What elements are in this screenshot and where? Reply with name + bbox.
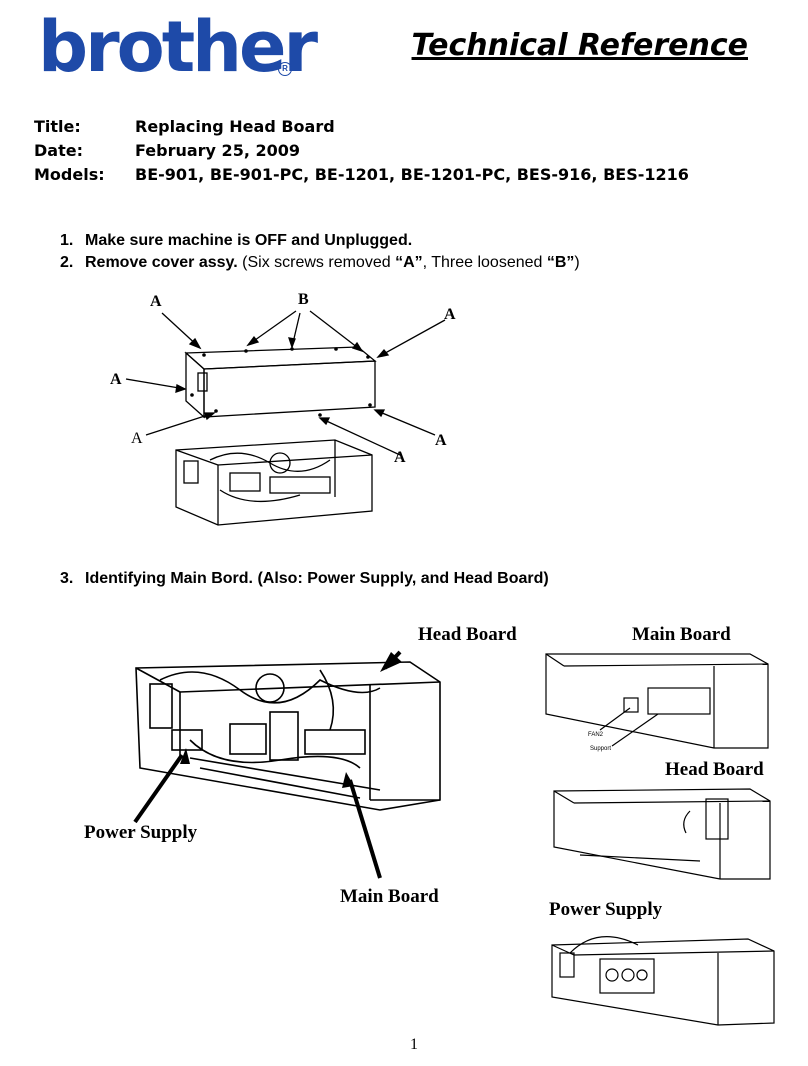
document-title: Technical Reference	[411, 28, 748, 63]
title-value: Replacing Head Board	[135, 117, 335, 136]
step-1: 1. Make sure machine is OFF and Unplugge…	[60, 232, 580, 254]
models-value: BE-901, BE-901-PC, BE-1201, BE-1201-PC, …	[135, 165, 689, 184]
head-board-label: Head Board	[418, 624, 517, 645]
cover-removal-diagram	[125, 310, 446, 526]
support-label: Support	[590, 746, 611, 752]
step-number: 3.	[60, 570, 74, 587]
screw-marker-a: A	[444, 306, 456, 323]
power-supply-label: Power Supply	[84, 822, 198, 843]
step-note-end: )	[574, 254, 580, 271]
screw-marker-a: A	[131, 430, 143, 447]
screw-a-ref: “A”	[395, 254, 423, 271]
step-3: 3. Identifying Main Bord. (Also: Power S…	[60, 570, 549, 592]
meta-date-row: Date: February 25, 2009	[34, 141, 689, 165]
main-board-diagram: FAN2 Support	[545, 653, 769, 752]
step-note-mid: , Three loosened	[422, 254, 547, 271]
screw-marker-a: A	[394, 449, 406, 466]
step-number: 1.	[60, 232, 74, 249]
machine-base	[175, 439, 373, 526]
power-supply-diagram	[551, 936, 775, 1026]
meta-title-row: Title: Replacing Head Board	[34, 117, 689, 141]
brother-logo: brother R	[38, 12, 318, 82]
document-meta: Title: Replacing Head Board Date: Februa…	[34, 117, 689, 189]
step-text: Make sure machine is OFF and Unplugged.	[85, 232, 413, 249]
side-head-board-label: Head Board	[665, 759, 764, 780]
brand-wordmark: brother	[38, 6, 318, 88]
main-board-label: Main Board	[340, 886, 439, 907]
step-list: 1. Make sure machine is OFF and Unplugge…	[60, 232, 580, 276]
title-label: Title:	[34, 117, 81, 136]
side-main-board-label: Main Board	[632, 624, 731, 645]
models-label: Models:	[34, 165, 105, 184]
registered-mark-icon: R	[278, 62, 292, 76]
step-text: Remove cover assy.	[85, 254, 238, 271]
fan-label: FAN2	[588, 732, 604, 738]
date-label: Date:	[34, 141, 83, 160]
meta-models-row: Models: BE-901, BE-901-PC, BE-1201, BE-1…	[34, 165, 689, 189]
step-list-continued: 3. Identifying Main Bord. (Also: Power S…	[60, 570, 549, 592]
screw-marker-a: A	[150, 293, 162, 310]
step-text: Identifying Main Bord. (Also: Power Supp…	[85, 570, 549, 587]
cover-front	[203, 360, 376, 418]
cover-slot	[197, 372, 208, 392]
step-2: 2. Remove cover assy. (Six screws remove…	[60, 254, 580, 276]
machine-interior-diagram	[133, 650, 441, 879]
screw-marker-a: A	[435, 432, 447, 449]
screw-b-ref: “B”	[546, 254, 575, 271]
step-note-pre: (Six screws removed	[237, 254, 396, 271]
step-note: (Six screws removed “A”, Three loosened …	[238, 254, 580, 276]
step-number: 2.	[60, 254, 74, 271]
head-board-diagram	[553, 788, 771, 880]
page-number: 1	[410, 1036, 418, 1053]
date-value: February 25, 2009	[135, 141, 300, 160]
screw-marker-a: A	[110, 371, 122, 388]
screw-marker-b: B	[298, 291, 309, 308]
cover-left-side	[185, 351, 205, 419]
side-power-supply-label: Power Supply	[549, 899, 663, 920]
